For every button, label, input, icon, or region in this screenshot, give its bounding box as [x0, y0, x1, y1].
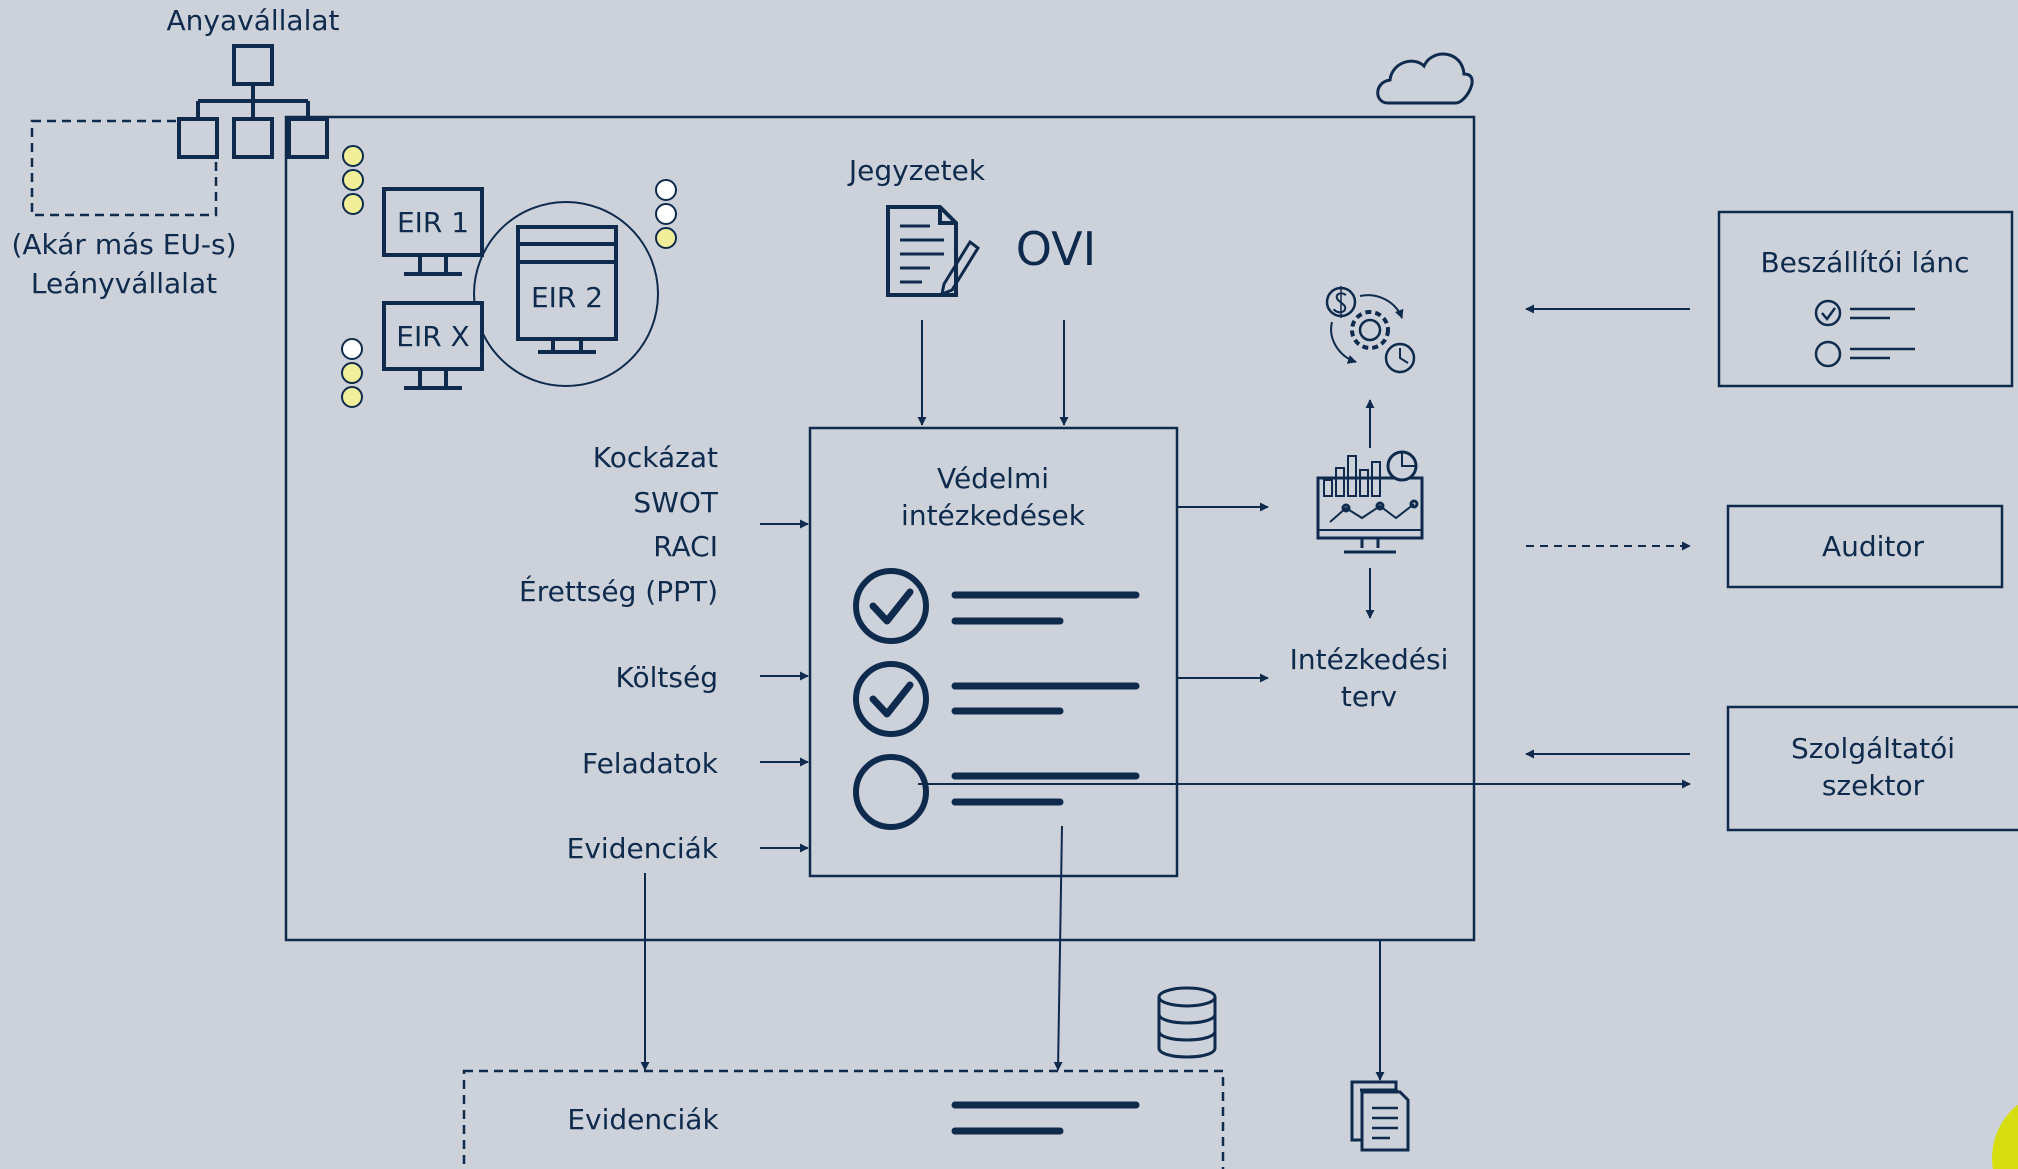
input-cost: Költség: [616, 661, 718, 694]
input-raci: RACI: [653, 530, 718, 563]
evidence-store-label: Evidenciák: [567, 1103, 719, 1136]
ovi-label: OVI: [1016, 222, 1096, 276]
cloud-icon: [1376, 52, 1474, 105]
documents-icon: [1350, 1080, 1410, 1152]
measures-title-line1: Védelmi: [937, 462, 1049, 495]
evidence-store-box: [462, 1069, 1225, 1169]
analytics-dashboard-icon: [1316, 450, 1424, 554]
action-plan-line2: terv: [1341, 680, 1397, 713]
input-tasks: Feladatok: [582, 747, 719, 780]
action-plan-line1: Intézkedési: [1290, 643, 1449, 676]
subsidiary-label-line1: (Akár más EU-s): [11, 228, 236, 261]
status-dots-eir2: [655, 179, 677, 249]
measures-title-line2: intézkedések: [901, 499, 1086, 532]
document-pen-icon: [886, 205, 980, 297]
subsidiary-box: [30, 119, 218, 217]
supply-chain-box: [1717, 210, 2014, 388]
supply-chain-checklist-icon: [1814, 299, 1915, 368]
status-dots-eir1: [342, 145, 364, 215]
checklist-item-1: [853, 568, 1140, 644]
eir2-label: EIR 2: [531, 281, 603, 314]
parent-company-label: Anyavállalat: [167, 4, 340, 37]
eirx-monitor-icon: [382, 301, 484, 390]
eir2-monitor-icon: [516, 225, 618, 354]
subsidiary-label-line2: Leányvállalat: [31, 267, 217, 300]
input-evidence: Evidenciák: [567, 832, 719, 865]
database-icon: [1157, 986, 1217, 1059]
service-sector-line2: szektor: [1822, 769, 1925, 802]
eir-cluster-circle: [473, 201, 659, 387]
eirx-label: EIR X: [396, 320, 470, 353]
eir1-monitor-icon: [382, 187, 484, 276]
measures-box: [808, 426, 1179, 878]
status-dots-eirx: [341, 338, 363, 408]
checklist-item-2: [853, 661, 1140, 737]
checklist-item-3: [853, 754, 1140, 830]
input-swot: SWOT: [633, 486, 718, 519]
cost-process-icon: [1325, 286, 1416, 374]
eir1-label: EIR 1: [397, 206, 469, 239]
service-sector-box: [1726, 705, 2018, 832]
organization-frame: [284, 115, 1476, 942]
corner-accent-shape: [1992, 1104, 2018, 1169]
notes-label: Jegyzetek: [847, 154, 986, 187]
auditor-box: [1726, 504, 2004, 589]
input-risk: Kockázat: [593, 441, 718, 474]
auditor-label: Auditor: [1822, 530, 1925, 563]
input-maturity: Érettség (PPT): [519, 574, 718, 608]
service-sector-line1: Szolgáltatói: [1791, 732, 1955, 765]
supply-chain-label: Beszállítói lánc: [1760, 246, 1969, 279]
arrow-measures-to-store: [1053, 825, 1063, 1071]
org-chart-icon: [177, 44, 329, 159]
